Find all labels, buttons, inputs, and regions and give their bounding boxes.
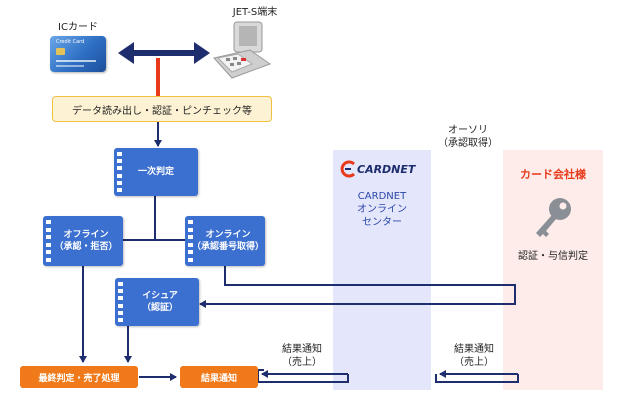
card-company-caption: 認証・与信判定 xyxy=(518,251,588,262)
ic-card-icon: Credit Card xyxy=(50,36,106,72)
issuer-label: イシュア xyxy=(142,291,178,301)
result-left-annotation: 結果通知 （売上） xyxy=(282,344,322,368)
cardnet-logo: CARDNET xyxy=(340,158,426,180)
red-link xyxy=(156,58,160,96)
primary-judgement-label: 一次判定 xyxy=(137,167,174,177)
cardnet-logo-icon xyxy=(340,160,356,178)
ic-card-label: ICカード xyxy=(58,22,98,33)
terminal-icon xyxy=(213,21,272,79)
ic-card-text: Credit Card xyxy=(56,39,85,45)
key-icon xyxy=(536,198,571,237)
card-company-title: カード会社様 xyxy=(520,168,586,181)
final-label: 最終判定・売了処理 xyxy=(38,373,120,384)
online-box: オンライン （承認番号取得） xyxy=(185,216,265,266)
result-right-annotation: 結果通知 （売上） xyxy=(454,344,494,368)
double-arrow xyxy=(118,42,210,64)
offline-sub: （承認・拒否） xyxy=(54,242,118,252)
terminal-label: JET-S端末 xyxy=(232,7,278,18)
online-sub: （承認番号取得） xyxy=(191,242,264,252)
issuer-sub: （認証） xyxy=(141,303,178,313)
ic-card-chip xyxy=(56,48,65,55)
cardnet-logo-text: CARDNET xyxy=(357,162,416,176)
primary-judgement-box: 一次判定 xyxy=(114,148,198,196)
authori-annotation: オーソリ （承認取得） xyxy=(438,125,498,149)
cardnet-panel xyxy=(333,150,431,390)
cardnet-caption: CARDNET オンライン センター xyxy=(357,191,407,228)
final-box: 最終判定・売了処理 xyxy=(20,366,138,388)
online-label: オンライン xyxy=(205,230,251,240)
result-notice-box: 結果通知 xyxy=(180,366,258,388)
offline-box: オフライン （承認・拒否） xyxy=(43,216,123,266)
data-read-box: データ読み出し・認証・ピンチェック等 xyxy=(52,96,272,122)
offline-label: オフライン xyxy=(63,230,109,240)
result-notice-label: 結果通知 xyxy=(200,373,237,384)
issuer-box: イシュア （認証） xyxy=(115,278,199,326)
card-company-panel xyxy=(503,150,603,390)
data-read-label: データ読み出し・認証・ピンチェック等 xyxy=(72,105,252,117)
